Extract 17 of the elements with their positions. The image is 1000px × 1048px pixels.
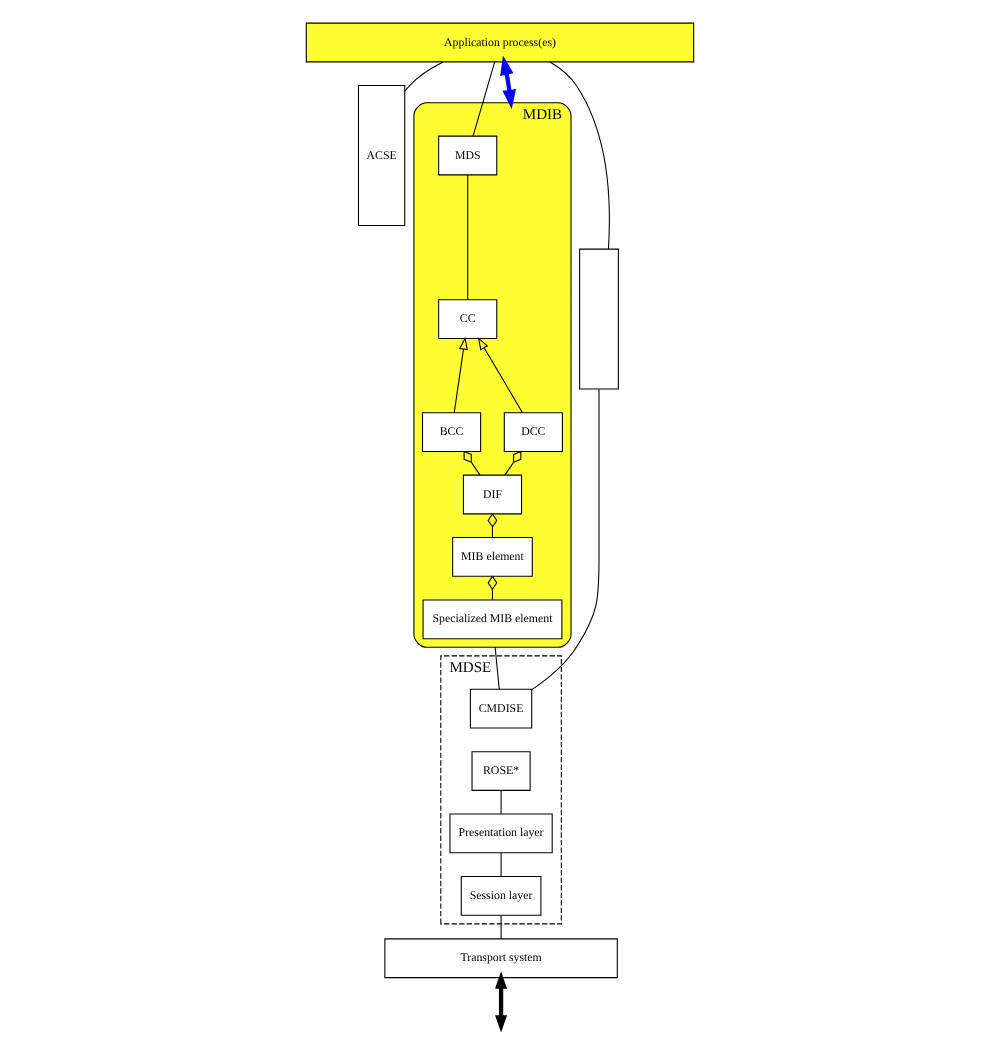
connector xyxy=(487,574,498,600)
connector xyxy=(467,173,469,300)
connector xyxy=(531,387,600,690)
arrow xyxy=(500,54,516,109)
connector xyxy=(487,512,498,538)
connector xyxy=(494,645,500,689)
connector xyxy=(500,851,502,877)
connector xyxy=(500,789,502,814)
arrow xyxy=(477,336,524,413)
connector xyxy=(504,449,522,475)
connector xyxy=(404,60,444,91)
node-box xyxy=(579,247,619,389)
connector xyxy=(463,449,481,475)
arrow xyxy=(453,335,468,413)
connector xyxy=(472,60,496,136)
connector xyxy=(500,913,502,939)
connector xyxy=(549,60,610,249)
